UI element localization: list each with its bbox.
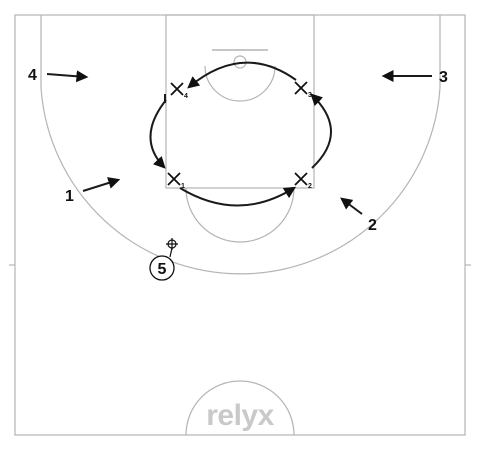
relyx-watermark: relyx bbox=[206, 399, 274, 432]
defender-2: 2 bbox=[294, 172, 312, 190]
defender-2-label: 2 bbox=[308, 183, 312, 190]
defender-4: 4 bbox=[170, 82, 188, 100]
offense-arrows bbox=[46, 70, 432, 215]
defender-3: 3 bbox=[294, 81, 312, 99]
arrow-player-1 bbox=[82, 177, 121, 192]
arrow-player-4 bbox=[46, 70, 89, 83]
player-4-label: 4 bbox=[28, 67, 37, 84]
player-3-label: 3 bbox=[439, 69, 448, 86]
player-2-label: 2 bbox=[368, 217, 377, 234]
player-1-label: 1 bbox=[65, 188, 74, 205]
defender-1: 1 bbox=[167, 172, 185, 190]
player-5-label: 5 bbox=[158, 261, 167, 278]
free-throw-circle-lower bbox=[185, 187, 295, 243]
defender-4-label: 4 bbox=[184, 93, 188, 100]
defender-3-label: 3 bbox=[308, 92, 312, 99]
rotation-arrow-3-to-4 bbox=[187, 61, 297, 89]
rotation-arrow-1-to-2 bbox=[179, 186, 297, 207]
center-circle bbox=[185, 380, 295, 436]
player-5-with-ball: 5 bbox=[149, 238, 178, 281]
rotation-arrow-4-to-1 bbox=[149, 99, 167, 169]
arrow-player-2 bbox=[340, 197, 363, 215]
defense-rotation-arrows bbox=[149, 61, 332, 207]
court-lines bbox=[9, 14, 471, 436]
three-point-line bbox=[40, 15, 441, 275]
player-5-circle bbox=[149, 255, 175, 281]
court-boundary bbox=[14, 14, 466, 436]
defender-1-label: 1 bbox=[181, 183, 185, 190]
rotation-arrow-2-to-3 bbox=[310, 93, 332, 169]
restricted-area-arc bbox=[204, 65, 276, 102]
